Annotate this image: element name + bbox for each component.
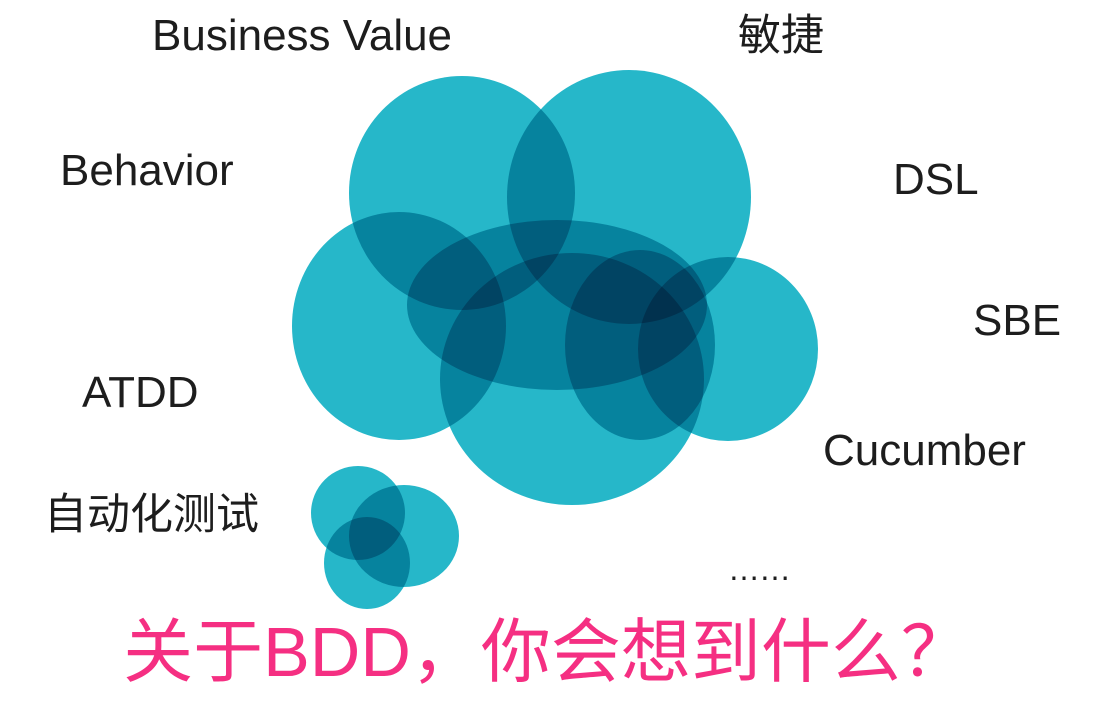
keyword-dsl: DSL bbox=[893, 155, 979, 204]
slide-title: 关于BDD，你会想到什么？ bbox=[123, 613, 971, 691]
keyword-agile: 敏捷 bbox=[738, 12, 824, 60]
keyword-automated-testing: 自动化测试 bbox=[44, 491, 259, 539]
keyword-sbe: SBE bbox=[973, 296, 1062, 345]
cloud-bubble-far-right bbox=[638, 257, 818, 441]
keyword-business-value: Business Value bbox=[152, 11, 453, 60]
keyword-cucumber: Cucumber bbox=[823, 426, 1026, 475]
keyword-atdd: ATDD bbox=[82, 368, 199, 417]
thought-trail-bubble-3 bbox=[324, 517, 410, 609]
keyword-ellipsis: …… bbox=[728, 551, 791, 587]
keyword-behavior: Behavior bbox=[60, 146, 234, 195]
